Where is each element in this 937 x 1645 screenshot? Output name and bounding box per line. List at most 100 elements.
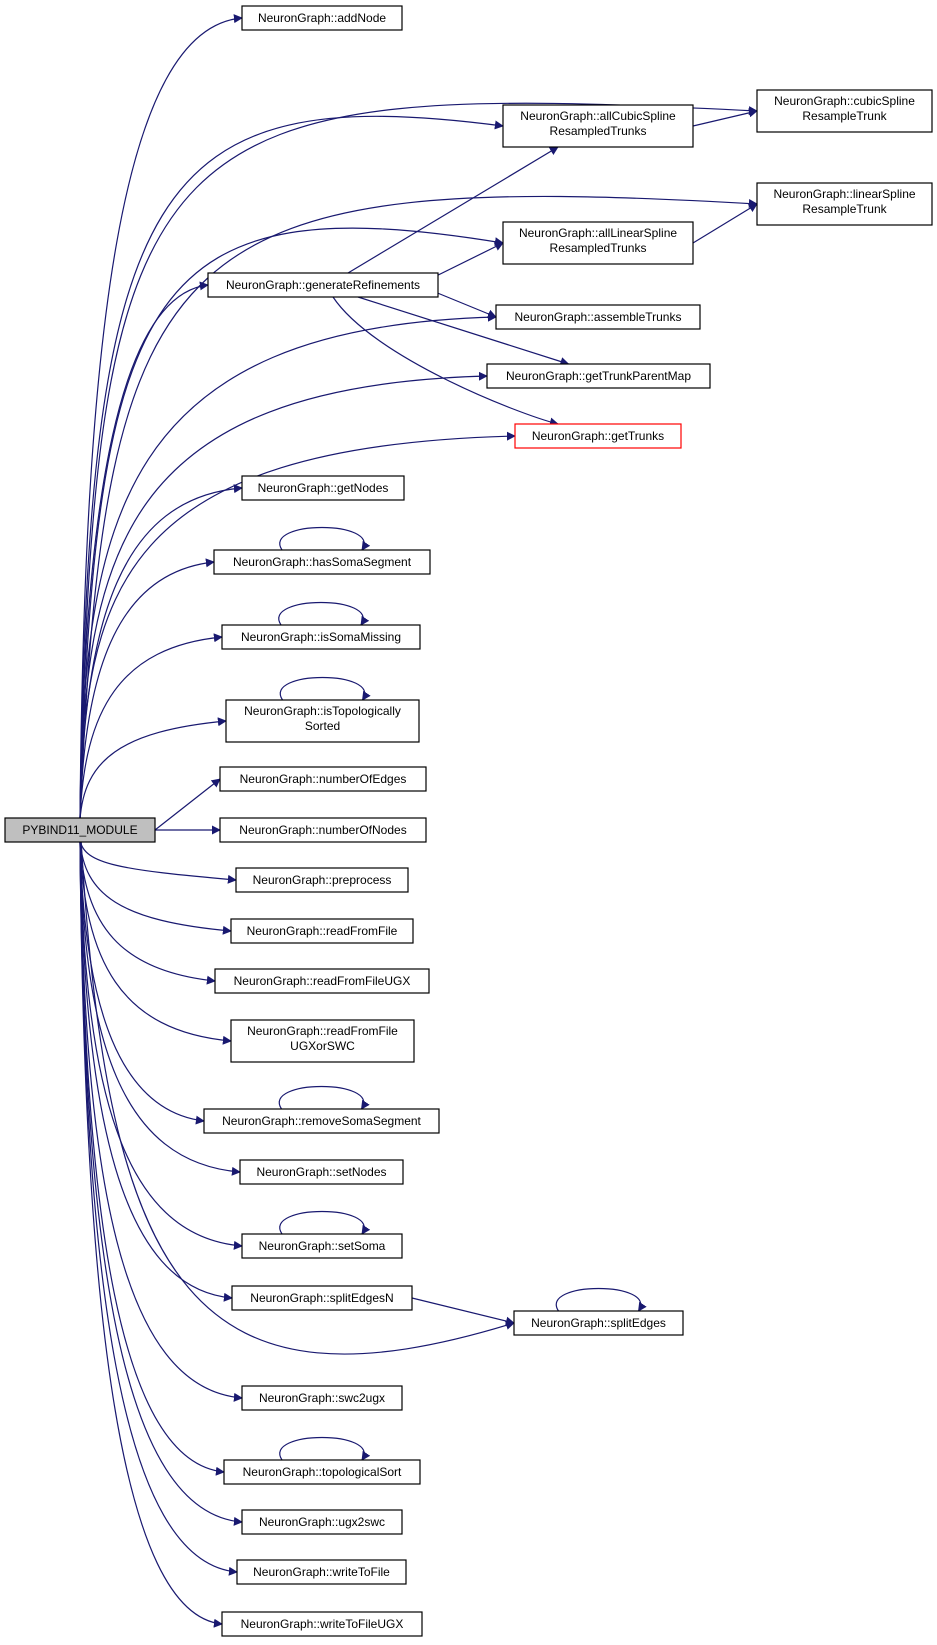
node-label-splitEdgesN: NeuronGraph::splitEdgesN [250,1291,393,1305]
node-label-allLinear-2: ResampledTrunks [550,241,647,255]
node-swc2ugx[interactable]: NeuronGraph::swc2ugx [241,1385,403,1411]
edge-isSomaMissing-to-isSomaMissing [278,601,370,626]
edge-root-to-genRef [79,281,209,821]
node-label-readUGXSWC-2: UGXorSWC [290,1039,355,1053]
node-label-readFile: NeuronGraph::readFromFile [247,924,398,938]
node-label-linearResample-1: NeuronGraph::linearSpline [773,187,915,201]
node-label-numEdges: NeuronGraph::numberOfEdges [240,772,407,786]
edge-root-to-preprocess [79,839,237,884]
node-box-writeFile [236,1559,407,1585]
node-writeUGX[interactable]: NeuronGraph::writeToFileUGX [221,1611,423,1637]
node-label-linearResample-2: ResampleTrunk [802,202,887,216]
node-assemble[interactable]: NeuronGraph::assembleTrunks [495,304,701,330]
edge-splitEdgesN-to-splitEdges [411,1297,515,1326]
node-label-getNodes: NeuronGraph::getNodes [258,481,389,495]
edge-root-to-splitEdgesN [79,839,233,1302]
node-preprocess[interactable]: NeuronGraph::preprocess [235,867,409,893]
node-label-numNodes: NeuronGraph::numberOfNodes [239,823,406,837]
node-box-root [4,817,156,843]
edge-root-to-topoSort [79,839,225,1476]
node-label-root: PYBIND11_MODULE [22,823,137,837]
node-label-ugx2swc: NeuronGraph::ugx2swc [259,1515,385,1529]
edge-genRef-to-trunkParent [357,296,570,366]
node-writeFile[interactable]: NeuronGraph::writeToFile [236,1559,407,1585]
node-box-isTopo [225,699,420,743]
edge-root-to-splitEdges [79,819,515,1355]
node-allCubic[interactable]: NeuronGraph::allCubicSplineResampledTrun… [502,104,694,148]
node-label-setSoma: NeuronGraph::setSoma [259,1239,386,1253]
node-isSomaMissing[interactable]: NeuronGraph::isSomaMissing [221,624,421,650]
node-box-allLinear [502,221,694,265]
node-label-setNodes: NeuronGraph::setNodes [256,1165,386,1179]
node-addNode[interactable]: NeuronGraph::addNode [241,5,403,31]
node-getTrunks[interactable]: NeuronGraph::getTrunks [514,423,682,449]
edge-root-to-removeSoma [79,839,205,1125]
node-box-readFile [230,918,414,944]
node-box-genRef [207,272,439,298]
node-label-genRef: NeuronGraph::generateRefinements [226,278,420,292]
node-readUGX[interactable]: NeuronGraph::readFromFileUGX [214,968,430,994]
edge-setSoma-to-setSoma [279,1210,371,1235]
edge-root-to-setSoma [79,839,243,1250]
node-root[interactable]: PYBIND11_MODULE [4,817,156,843]
node-box-hasSoma [213,549,431,575]
node-label-swc2ugx: NeuronGraph::swc2ugx [259,1391,385,1405]
node-label-writeUGX: NeuronGraph::writeToFileUGX [241,1617,404,1631]
node-box-writeUGX [221,1611,423,1637]
edge-root-to-swc2ugx [79,839,243,1402]
node-splitEdges[interactable]: NeuronGraph::splitEdges [513,1310,684,1336]
edge-genRef-to-getTrunks [332,296,559,427]
node-box-ugx2swc [241,1509,403,1535]
node-box-setNodes [239,1159,404,1185]
node-box-readUGXSWC [230,1019,415,1063]
node-numNodes[interactable]: NeuronGraph::numberOfNodes [219,817,427,843]
node-ugx2swc[interactable]: NeuronGraph::ugx2swc [241,1509,403,1535]
node-box-numNodes [219,817,427,843]
edge-allCubic-to-cubicResample [692,108,758,127]
node-getNodes[interactable]: NeuronGraph::getNodes [241,475,405,501]
node-label-isTopo-1: NeuronGraph::isTopologically [244,704,401,718]
node-label-hasSoma: NeuronGraph::hasSomaSegment [233,555,412,569]
edge-root-to-addNode [79,14,243,821]
node-box-setSoma [241,1233,403,1259]
node-label-removeSoma: NeuronGraph::removeSomaSegment [222,1114,421,1128]
node-label-readUGXSWC-1: NeuronGraph::readFromFile [247,1024,398,1038]
node-readFile[interactable]: NeuronGraph::readFromFile [230,918,414,944]
node-hasSoma[interactable]: NeuronGraph::hasSomaSegment [213,549,431,575]
edge-root-to-setNodes [79,839,241,1176]
node-topoSort[interactable]: NeuronGraph::topologicalSort [223,1459,421,1485]
edge-root-to-allLinear [79,227,504,821]
node-box-splitEdgesN [231,1285,413,1311]
node-splitEdgesN[interactable]: NeuronGraph::splitEdgesN [231,1285,413,1311]
node-setNodes[interactable]: NeuronGraph::setNodes [239,1159,404,1185]
edge-genRef-to-allCubic [347,146,559,274]
node-setSoma[interactable]: NeuronGraph::setSoma [241,1233,403,1259]
node-box-isSomaMissing [221,624,421,650]
node-numEdges[interactable]: NeuronGraph::numberOfEdges [219,766,427,792]
edge-topoSort-to-topoSort [279,1436,371,1461]
edge-root-to-getNodes [79,484,243,821]
node-box-getTrunks [514,423,682,449]
edge-root-to-hasSoma [79,558,215,821]
node-box-allCubic [502,104,694,148]
node-removeSoma[interactable]: NeuronGraph::removeSomaSegment [203,1108,440,1134]
node-box-trunkParent [486,363,711,389]
node-genRef[interactable]: NeuronGraph::generateRefinements [207,272,439,298]
node-trunkParent[interactable]: NeuronGraph::getTrunkParentMap [486,363,711,389]
node-allLinear[interactable]: NeuronGraph::allLinearSplineResampledTru… [502,221,694,265]
node-box-removeSoma [203,1108,440,1134]
node-label-allLinear-1: NeuronGraph::allLinearSpline [519,226,677,240]
edge-allLinear-to-linearResample [692,203,758,244]
edge-root-to-allCubic [79,115,504,821]
edge-root-to-isSomaMissing [79,633,223,821]
node-box-getNodes [241,475,405,501]
edge-hasSoma-to-hasSoma [279,526,371,551]
node-box-topoSort [223,1459,421,1485]
edge-root-to-readUGXSWC [79,839,232,1045]
node-label-isSomaMissing: NeuronGraph::isSomaMissing [241,630,401,644]
node-label-trunkParent: NeuronGraph::getTrunkParentMap [506,369,691,383]
